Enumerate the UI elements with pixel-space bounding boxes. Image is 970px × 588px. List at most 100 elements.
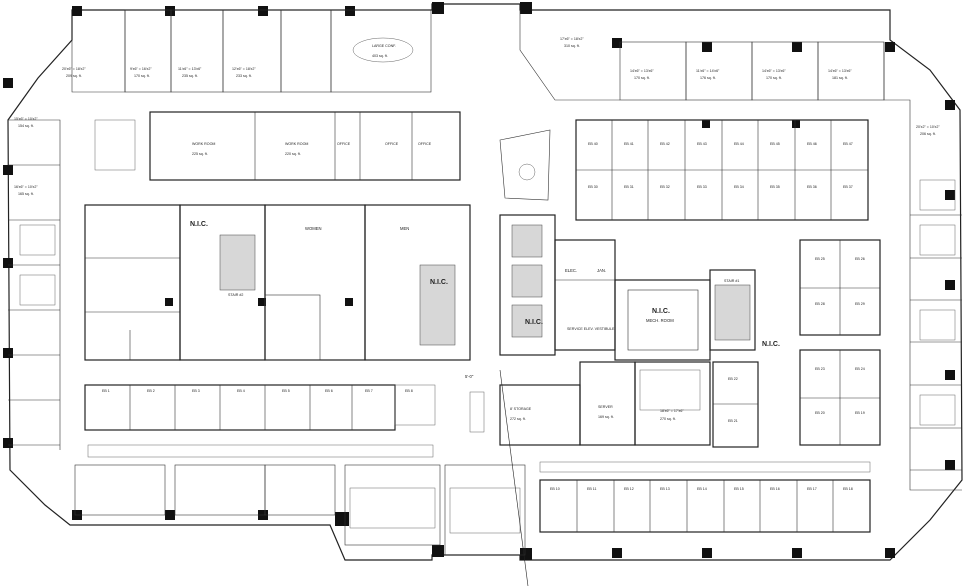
west-rooms	[8, 119, 61, 450]
room-area-label: 170 sq. ft.	[634, 76, 650, 80]
office-eb3: EB 3	[192, 389, 200, 393]
mech-room-label: MECH. ROOM	[646, 318, 674, 323]
office-eb6: EB 6	[325, 389, 333, 393]
office-eb2: EB 2	[147, 389, 155, 393]
south-east-office-row	[539, 479, 871, 533]
room-size-label: 20'x6" = 18'x2"	[62, 67, 86, 71]
south-office-row	[84, 384, 436, 431]
office-eb41: EB 41	[624, 142, 634, 146]
service-elev-label: SERVICE ELEV. VESTIBULE	[567, 327, 615, 331]
east-office-grid	[575, 119, 869, 221]
generic-area-value: 270 sq. ft.	[660, 417, 676, 421]
large-conf-label: LARGE CONF.	[372, 44, 396, 48]
room-size-label: 17'x6" = 18'x2"	[560, 37, 584, 41]
north-interior-block	[94, 111, 551, 201]
building-outline	[7, 3, 963, 561]
room-area-label: 170 sq. ft.	[134, 74, 150, 78]
nic-label-core: N.I.C.	[430, 279, 448, 286]
room-area-label: 154 sq. ft.	[18, 124, 34, 128]
room-size-label: 14'x6" = 13'x6"	[762, 69, 786, 73]
room-area-label: 233 sq. ft.	[236, 74, 252, 78]
large-conf-area: 403 sq. ft.	[372, 54, 388, 58]
office-eb23: EB 23	[815, 367, 825, 371]
office-eb21: EB 21	[728, 419, 738, 423]
jan-label: JAN.	[597, 268, 606, 273]
stair-2-label: STAIR #2	[228, 293, 243, 297]
office-eb35: EB 35	[770, 185, 780, 189]
office-eb16: EB 16	[770, 487, 780, 491]
work-room-1-label: WORK ROOM	[192, 142, 215, 146]
building-core	[499, 214, 756, 361]
workstations	[19, 179, 956, 534]
room-size-label: 20'x2" = 10'x2"	[916, 125, 940, 129]
office-eb14: EB 14	[697, 487, 707, 491]
stair-1-label: STAIR #1	[724, 279, 739, 283]
office-eb7: EB 7	[365, 389, 373, 393]
office-eb43: EB 43	[697, 142, 707, 146]
room-size-label: 11'x6" = 13'x6"	[178, 67, 202, 71]
room-size-label: 16'x6" = 10'x2"	[14, 185, 38, 189]
office-eb46: EB 46	[807, 142, 817, 146]
office-eb40: EB 40	[588, 142, 598, 146]
north-rooms	[71, 9, 911, 170]
office-3-label: OFFICE	[418, 142, 432, 146]
work-room-1-area: 225 sq. ft.	[192, 152, 208, 156]
west-interior-block	[84, 204, 471, 361]
office-eb26: EB 26	[855, 257, 865, 261]
office-eb12: EB 12	[624, 487, 634, 491]
mid-east-offices	[712, 239, 881, 448]
elec-label: ELEC.	[565, 268, 577, 273]
office-eb1: EB 1	[102, 389, 110, 393]
men-label: MEN	[400, 226, 409, 231]
storage-label: 8' STORAGE	[510, 407, 532, 411]
office-eb22: EB 22	[728, 377, 738, 381]
structural-columns	[3, 2, 955, 560]
server-label: SERVER	[598, 405, 613, 409]
office-eb13: EB 13	[660, 487, 670, 491]
office-eb17: EB 17	[807, 487, 817, 491]
nic-label-elev: N.I.C.	[525, 319, 543, 326]
server-area: 169 sq. ft.	[598, 415, 614, 419]
work-room-2-area: 220 sq. ft.	[285, 152, 301, 156]
south-mid-rooms	[469, 361, 711, 446]
office-eb19: EB 19	[855, 411, 865, 415]
south-rooms	[74, 464, 526, 556]
room-size-label: 15'x6" = 10'x2"	[14, 117, 38, 121]
office-eb47: EB 47	[843, 142, 853, 146]
room-size-label: 11'x6" = 14'x6"	[696, 69, 720, 73]
office-eb18: EB 18	[843, 487, 853, 491]
office-eb15: EB 15	[734, 487, 744, 491]
room-size-label: 14'x6" = 13'x6"	[630, 69, 654, 73]
room-area-label: 310 sq. ft.	[564, 44, 580, 48]
office-eb30: EB 30	[588, 185, 598, 189]
women-label: WOMEN	[305, 226, 322, 231]
office-eb42: EB 42	[660, 142, 670, 146]
nic-label-mech: N.I.C.	[652, 308, 670, 315]
office-eb36: EB 36	[807, 185, 817, 189]
office-eb44: EB 44	[734, 142, 744, 146]
section-line	[499, 369, 529, 587]
east-rooms	[909, 170, 962, 491]
room-size-label: 14'x6" = 13'x6"	[828, 69, 852, 73]
office-eb4: EB 4	[237, 389, 245, 393]
office-eb34: EB 34	[734, 185, 744, 189]
room-area-label: 181 sq. ft.	[832, 76, 848, 80]
office-eb20: EB 20	[815, 411, 825, 415]
office-eb10: EB 10	[550, 487, 560, 491]
room-size-label: 12'x6" = 18'x2"	[232, 67, 256, 71]
office-2-label: OFFICE	[385, 142, 399, 146]
office-eb8: EB 8	[405, 389, 413, 393]
room-area-label: 206 sq. ft.	[920, 132, 936, 136]
office-eb29: EB 29	[855, 302, 865, 306]
room-area-label: 235 sq. ft.	[182, 74, 198, 78]
nic-label-west: N.I.C.	[190, 221, 208, 228]
office-eb32: EB 32	[660, 185, 670, 189]
room-area-label: 165 sq. ft.	[18, 192, 34, 196]
office-eb5: EB 5	[282, 389, 290, 393]
office-eb25: EB 25	[815, 257, 825, 261]
dimension-label: 5'-0"	[465, 374, 474, 379]
office-eb24: EB 24	[855, 367, 865, 371]
storage-area: 272 sq. ft.	[510, 417, 526, 421]
nic-label-east: N.I.C.	[762, 341, 780, 348]
